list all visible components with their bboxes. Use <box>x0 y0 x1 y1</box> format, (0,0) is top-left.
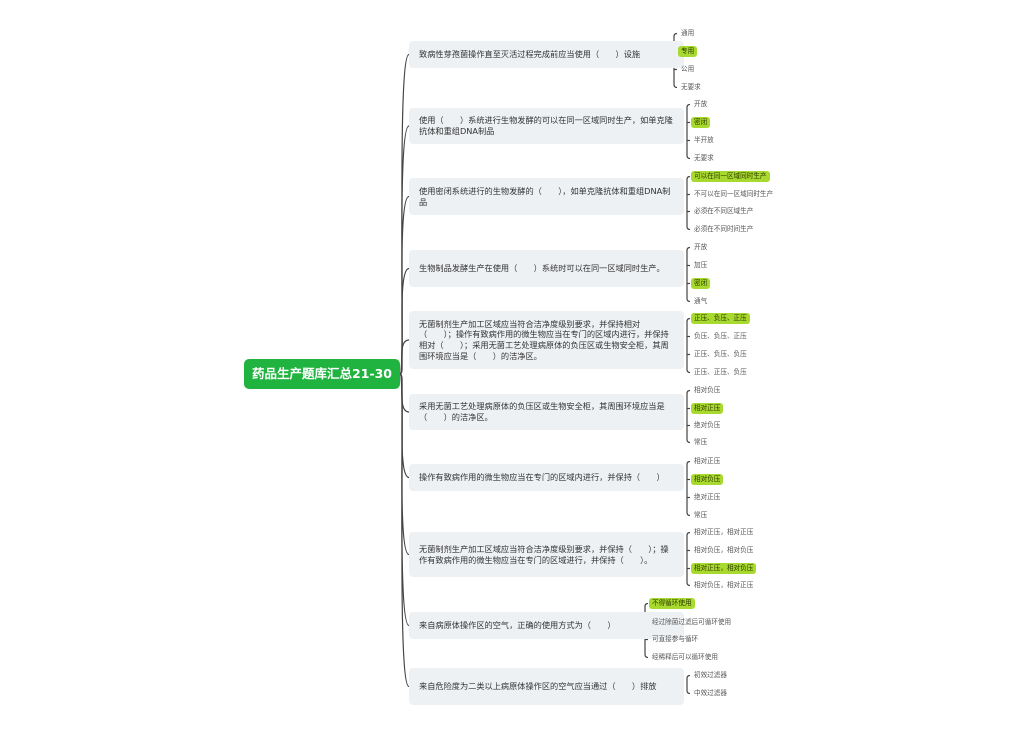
option-item[interactable]: 相对正压 <box>694 457 721 465</box>
question-text: 使用密闭系统进行的生物发酵的（ ），如单克隆抗体和重组DNA制品 <box>419 185 671 207</box>
option-item[interactable]: 经稀释后可以循环使用 <box>652 653 718 661</box>
option-item[interactable]: 公用 <box>681 65 695 73</box>
options-bracket <box>686 175 691 231</box>
option-item[interactable]: 必须在不同时间生产 <box>694 225 754 233</box>
option-correct[interactable]: 正压、负压、正压 <box>691 313 750 324</box>
option-item[interactable]: 相对负压 <box>694 386 721 394</box>
question-text: 致病性芽孢菌操作直至灭活过程完成前应当使用（ ）设施 <box>419 49 641 60</box>
option-item[interactable]: 相对负压，相对正压 <box>694 581 754 589</box>
options-bracket <box>686 103 691 160</box>
question-text: 来自病原体操作区的空气，正确的使用方式为（ ） <box>419 620 616 631</box>
option-item[interactable]: 加压 <box>694 261 708 269</box>
question-text: 无菌制剂生产加工区域应当符合洁净度级别要求，并保持（ ）；操作有致病作用的微生物… <box>419 543 669 565</box>
question-node[interactable]: 无菌制剂生产加工区域应当符合洁净度级别要求，并保持（ ）；操作有致病作用的微生物… <box>409 532 684 577</box>
option-correct[interactable]: 不得循环使用 <box>649 598 695 609</box>
option-item[interactable]: 通用 <box>681 29 695 37</box>
question-node[interactable]: 采用无菌工艺处理病原体的负压区或生物安全柜，其周围环境应当是（ ）的洁净区。 <box>409 394 684 430</box>
question-node[interactable]: 使用密闭系统进行的生物发酵的（ ），如单克隆抗体和重组DNA制品 <box>409 178 684 215</box>
option-correct[interactable]: 相对负压 <box>691 474 724 485</box>
options-bracket <box>686 460 691 517</box>
options-bracket <box>686 674 691 695</box>
option-item[interactable]: 经过除菌过滤后可循环使用 <box>652 618 732 626</box>
option-item[interactable]: 无要求 <box>681 83 701 91</box>
options-bracket <box>644 602 649 659</box>
option-correct[interactable]: 密闭 <box>691 278 711 289</box>
option-correct[interactable]: 密闭 <box>691 117 711 128</box>
question-text: 采用无菌工艺处理病原体的负压区或生物安全柜，其周围环境应当是（ ）的洁净区。 <box>419 401 665 422</box>
question-node[interactable]: 使用（ ）系统进行生物发酵的可以在同一区域同时生产，如单克隆抗体和重组DNA制品 <box>409 108 684 144</box>
option-item[interactable]: 负压、负压、正压 <box>694 332 747 340</box>
option-item[interactable]: 可直接参与循环 <box>652 635 699 643</box>
question-node[interactable]: 无菌制剂生产加工区域应当符合洁净度级别要求，并保持相对（ ）；操作有致病作用的微… <box>409 311 684 369</box>
root-node[interactable]: 药品生产题库汇总21-30 <box>244 359 400 389</box>
root-to-question-link <box>399 125 410 375</box>
option-item[interactable]: 开放 <box>694 100 708 108</box>
option-item[interactable]: 半开放 <box>694 136 714 144</box>
options-bracket <box>686 389 691 444</box>
options-bracket <box>673 32 678 89</box>
option-item[interactable]: 正压、正压、负压 <box>694 368 747 376</box>
option-correct[interactable]: 相对正压，相对负压 <box>691 563 757 574</box>
option-item[interactable]: 初效过滤器 <box>694 671 727 679</box>
option-item[interactable]: 绝对正压 <box>694 493 721 501</box>
option-item[interactable]: 中效过滤器 <box>694 689 727 697</box>
options-bracket <box>686 246 691 303</box>
option-item[interactable]: 不可以在同一区域同时生产 <box>694 190 774 198</box>
option-correct[interactable]: 相对正压 <box>691 403 724 414</box>
question-node[interactable]: 操作有致病作用的微生物应当在专门的区域内进行，并保持（ ） <box>409 464 684 491</box>
question-text: 生物制品发酵生产在使用（ ）系统时可以在同一区域同时生产。 <box>419 263 665 274</box>
option-correct[interactable]: 专用 <box>678 46 698 57</box>
option-item[interactable]: 常压 <box>694 511 708 519</box>
question-node[interactable]: 来自危险度为二类以上病原体操作区的空气应当通过（ ）排放 <box>409 668 684 705</box>
question-node[interactable]: 致病性芽孢菌操作直至灭活过程完成前应当使用（ ）设施 <box>409 41 684 68</box>
option-item[interactable]: 相对正压，相对正压 <box>694 528 754 536</box>
option-correct[interactable]: 可以在同一区域同时生产 <box>691 171 770 182</box>
root-to-question-link <box>399 267 410 375</box>
question-text: 来自危险度为二类以上病原体操作区的空气应当通过（ ）排放 <box>419 681 657 692</box>
question-node[interactable]: 来自病原体操作区的空气，正确的使用方式为（ ） <box>409 612 684 639</box>
option-item[interactable]: 正压、负压、负压 <box>694 350 747 358</box>
options-bracket <box>686 531 691 587</box>
option-item[interactable]: 相对负压，相对负压 <box>694 546 754 554</box>
option-item[interactable]: 无要求 <box>694 154 714 162</box>
option-item[interactable]: 开放 <box>694 243 708 251</box>
option-item[interactable]: 常压 <box>694 438 708 446</box>
question-text: 使用（ ）系统进行生物发酵的可以在同一区域同时生产，如单克隆抗体和重组DNA制品 <box>419 115 673 136</box>
options-bracket <box>686 317 691 374</box>
question-text: 操作有致病作用的微生物应当在专门的区域内进行，并保持（ ） <box>419 472 665 483</box>
question-node[interactable]: 生物制品发酵生产在使用（ ）系统时可以在同一区域同时生产。 <box>409 250 684 287</box>
option-item[interactable]: 绝对负压 <box>694 421 721 429</box>
option-item[interactable]: 必须在不同区域生产 <box>694 207 754 215</box>
root-to-question-link <box>399 339 410 375</box>
option-item[interactable]: 通气 <box>694 297 708 305</box>
question-text: 无菌制剂生产加工区域应当符合洁净度级别要求，并保持相对（ ）；操作有致病作用的微… <box>419 318 669 361</box>
root-to-question-link <box>399 373 410 688</box>
